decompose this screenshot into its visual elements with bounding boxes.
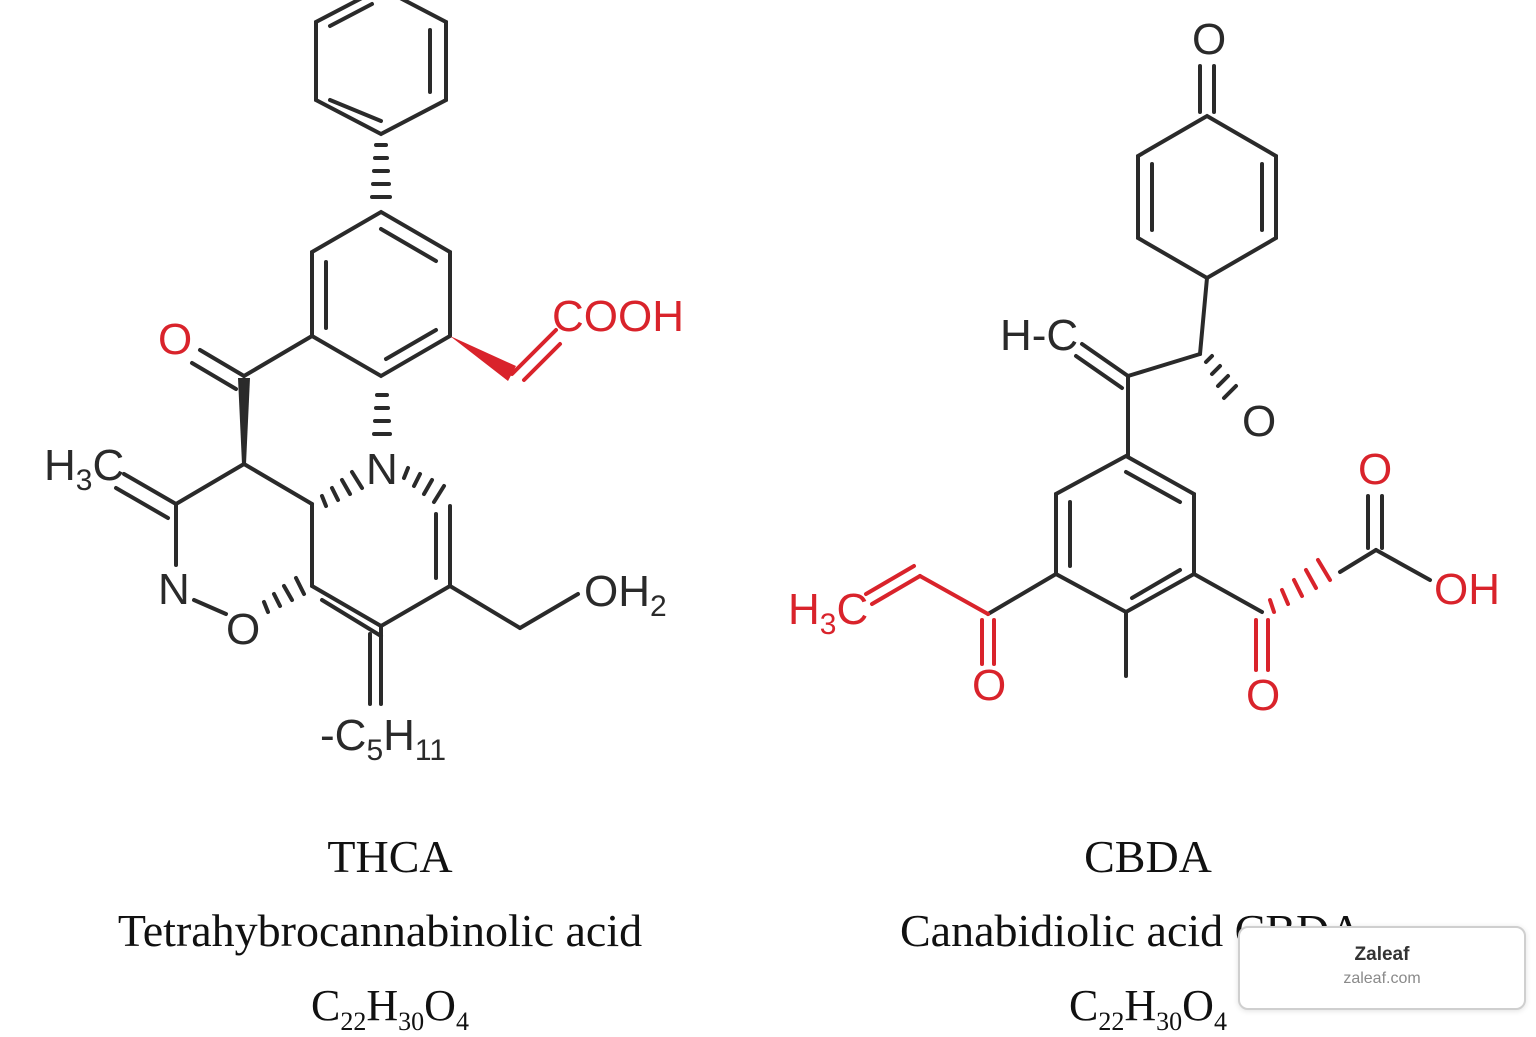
thca-oh2-label: OH2 <box>584 567 667 623</box>
cbda-hashed-bond-side-o <box>1204 354 1238 400</box>
thca-hashed-bond-n-right <box>402 466 446 504</box>
thca-ketone: O <box>158 315 314 464</box>
thca-pentyl-label: -C5H11 <box>320 711 446 767</box>
thca-structure: COOH O N <box>44 0 684 767</box>
thca-hashed-bond-n <box>372 393 392 436</box>
cbda-acid-o-label: O <box>1358 445 1392 494</box>
svg-text:OH2: OH2 <box>584 567 667 623</box>
svg-text:H3C: H3C <box>44 441 124 497</box>
cbda-structure: O H-C O <box>788 15 1500 720</box>
thca-lower-rings <box>114 462 580 706</box>
thca-hashed-bond-o <box>262 576 306 614</box>
thca-phenyl-ring <box>314 0 448 137</box>
cbda-oh-label: OH <box>1434 565 1500 614</box>
svg-text:-C5H11: -C5H11 <box>320 711 446 767</box>
cbda-central-ring <box>1054 453 1196 678</box>
thca-central-ring <box>310 209 452 379</box>
thca-n-ring-label: N <box>158 565 190 614</box>
thca-o-ring-label: O <box>226 605 260 654</box>
watermark-brand: Zaleaf <box>1354 944 1410 965</box>
thca-h3c-label: H3C <box>44 441 124 497</box>
cbda-side-o-label: O <box>1242 397 1276 446</box>
thca-hashed-bond-n-left <box>320 470 364 508</box>
thca-hashed-bond-top <box>370 143 392 199</box>
thca-n-label: N <box>366 445 398 494</box>
cbda-top-ring <box>1136 64 1278 281</box>
cbda-h-c-label: H-C <box>1000 311 1078 360</box>
thca-cooh-label: COOH <box>552 292 684 341</box>
thca-ketone-o-label: O <box>158 315 192 364</box>
cbda-side-chain: H-C <box>1000 276 1209 458</box>
cbda-left-acryloyl: O H3C <box>788 564 1058 710</box>
thca-cooh-group: COOH <box>450 292 684 382</box>
cbda-right-keto-acid: O O OH <box>1192 445 1500 720</box>
cbda-abbrev: CBDA <box>1084 831 1212 882</box>
thca-full-name: Tetrahybrocannabinolic acid <box>117 905 643 956</box>
watermark-url[interactable]: zaleaf.com <box>1343 970 1421 987</box>
svg-text:H3C: H3C <box>788 585 868 641</box>
watermark-card[interactable]: Zaleaf zaleaf.com <box>1238 926 1526 1010</box>
thca-formula: C22H30O4 <box>311 981 469 1036</box>
thca-abbrev: THCA <box>327 831 453 882</box>
cbda-top-o-label: O <box>1192 15 1226 64</box>
cbda-ketone-o-left-label: O <box>972 661 1006 710</box>
cbda-ketone-o-right-label: O <box>1246 671 1280 720</box>
